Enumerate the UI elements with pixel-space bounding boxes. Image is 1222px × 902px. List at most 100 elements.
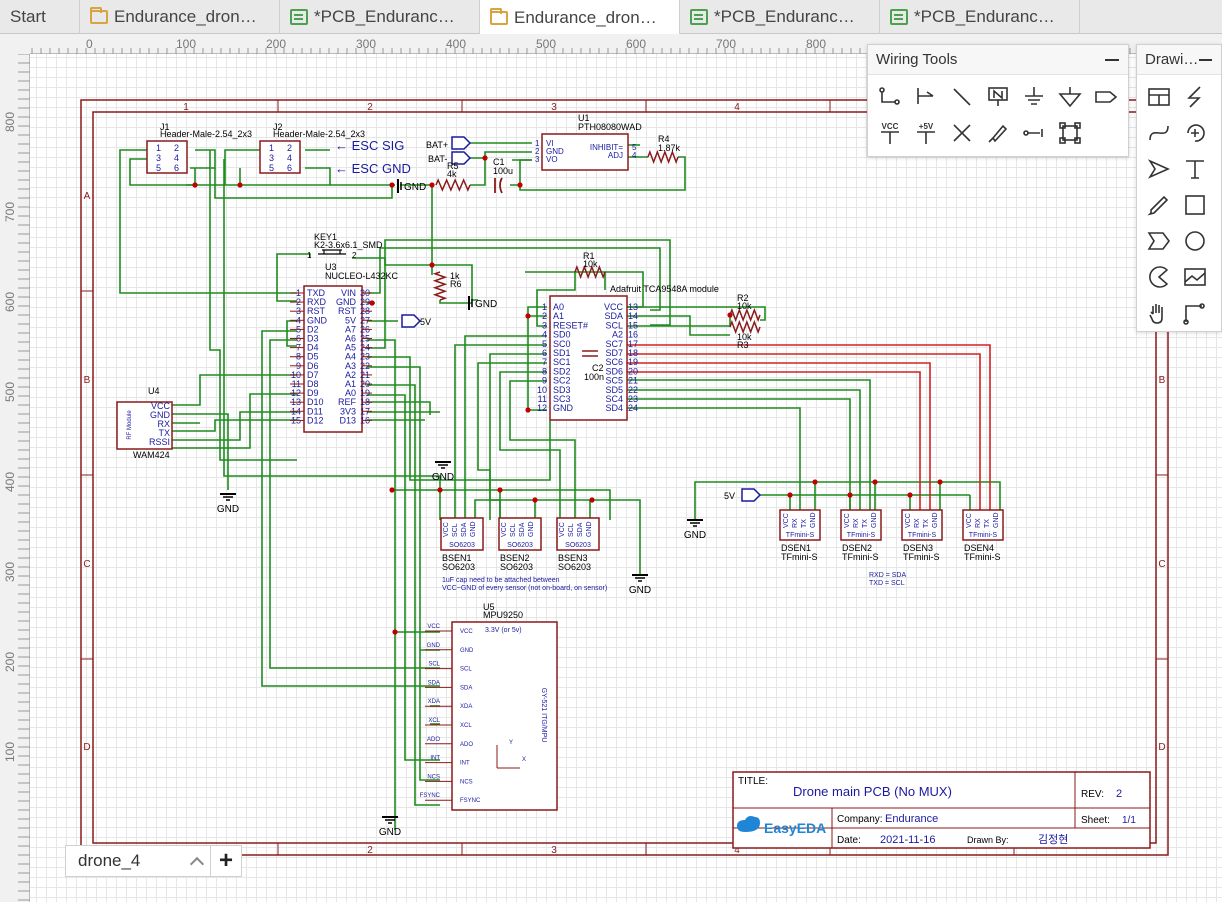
wire	[625, 306, 766, 321]
wire-red	[625, 353, 981, 510]
voltage-probe-icon[interactable]	[982, 117, 1014, 149]
u4-value: WAM424	[133, 450, 170, 460]
j2-header	[259, 140, 301, 174]
pan-icon[interactable]	[1143, 297, 1175, 329]
dsen-value: TFmini-S	[842, 552, 879, 562]
r3-value: 10k	[737, 332, 752, 342]
rect-icon[interactable]	[1179, 189, 1211, 221]
wire	[470, 158, 486, 186]
tab-label: Endurance_dron…	[514, 7, 657, 27]
mux-body	[549, 295, 628, 421]
j1-header	[146, 140, 188, 174]
u4-pin: RSSI	[149, 437, 170, 447]
r6-resistor	[432, 271, 448, 301]
sheet-label: Sheet:	[1081, 815, 1110, 826]
r2-ref: R2	[737, 293, 749, 303]
add-sheet-button[interactable]: +	[218, 847, 233, 874]
dsen-pin: GND	[993, 512, 1000, 528]
pie-icon[interactable]	[1143, 261, 1175, 293]
bus-entry-icon[interactable]	[946, 81, 978, 113]
plus5v-icon[interactable]: +5V	[910, 117, 942, 149]
u5-net-label: SCL	[428, 662, 440, 668]
wiring-tools-header[interactable]: Wiring Tools	[868, 45, 1128, 75]
minimize-icon[interactable]	[1104, 52, 1120, 68]
image-icon[interactable]	[1179, 261, 1211, 293]
tab-1[interactable]: Start	[0, 0, 80, 34]
schematic-canvas[interactable]: 11223344AABBCCDD 123456123456VI1GND2VO3I…	[30, 54, 1222, 902]
line-icon[interactable]	[1179, 81, 1211, 113]
no-connect-icon[interactable]	[946, 117, 978, 149]
r5-resistor	[435, 178, 471, 192]
header-pin-num: 2	[174, 143, 179, 153]
dsen-pin: VCC	[905, 513, 912, 528]
gnd-icon[interactable]	[1018, 81, 1050, 113]
bus-icon[interactable]	[910, 81, 942, 113]
tab-5[interactable]: *PCB_Enduranc…	[680, 0, 880, 34]
sheet-tab[interactable]: drone_4	[66, 846, 211, 876]
bezier-icon[interactable]	[1143, 117, 1175, 149]
bsen-body-text: SO6203	[565, 542, 591, 549]
tab-6[interactable]: *PCB_Enduranc…	[880, 0, 1080, 34]
net-label-icon[interactable]	[982, 81, 1014, 113]
wire	[519, 156, 686, 191]
select-icon[interactable]	[1179, 297, 1211, 329]
chevron-up-icon[interactable]	[189, 856, 205, 871]
u3-pin: A2	[345, 370, 356, 380]
bsen-pin: SCL	[452, 523, 459, 537]
vcc-icon[interactable]: VCC	[874, 117, 906, 149]
u5-net-label: ADO	[427, 737, 440, 743]
sheet-frame: 11223344AABBCCDD	[80, 99, 1169, 856]
polygon-icon[interactable]	[1143, 225, 1175, 257]
circle-icon[interactable]	[1179, 225, 1211, 257]
text-icon[interactable]	[1179, 153, 1211, 185]
u4-pin: RX	[157, 419, 170, 429]
tab-4[interactable]: Endurance_dron…	[480, 0, 680, 35]
mux-pin: SC3	[553, 394, 571, 404]
title-label: TITLE:	[738, 776, 768, 787]
tab-2[interactable]: Endurance_dron…	[80, 0, 280, 34]
junction	[482, 155, 488, 161]
mux-pin-num: 6	[542, 348, 547, 358]
net-port-icon[interactable]	[1054, 81, 1086, 113]
bsen-pin: SDA	[461, 522, 468, 537]
mux-pin: SC5	[605, 376, 623, 386]
junction	[389, 182, 395, 188]
minimize-icon[interactable]	[1198, 52, 1213, 68]
mux-pin-num: 10	[537, 385, 547, 395]
gnd-label: GND	[379, 827, 401, 838]
header-pin-num: 5	[269, 163, 274, 173]
j2-ref: J2	[273, 122, 283, 132]
u5-axis-label: X	[522, 757, 526, 763]
gnd-label: GND	[404, 182, 426, 193]
freehand-icon[interactable]	[1143, 189, 1175, 221]
u5-ref: U5	[483, 602, 495, 612]
drawing-tools-header[interactable]: Drawi…	[1137, 45, 1221, 75]
gnd-label: GND	[475, 299, 497, 310]
wire-icon[interactable]	[874, 81, 906, 113]
image-block-icon[interactable]	[1143, 81, 1175, 113]
bsen-body-text: SO6203	[507, 542, 533, 549]
wire	[510, 159, 532, 186]
net-flag-icon[interactable]	[1090, 81, 1122, 113]
header-pin-num: 6	[287, 163, 292, 173]
u5-side-text: GY-521 ITG/MPU	[540, 688, 547, 743]
u1-pin: VO	[546, 155, 558, 164]
arrow-icon[interactable]	[1143, 153, 1175, 185]
u5-net-label: NCS	[427, 774, 440, 780]
u3-pin: D9	[307, 388, 319, 398]
frame-row-label: B	[1159, 375, 1166, 386]
tab-3[interactable]: *PCB_Enduranc…	[280, 0, 480, 34]
wire	[477, 362, 547, 520]
net-port	[451, 151, 472, 165]
esc-gnd-label: ← ESC GND	[335, 161, 411, 176]
schematic-drawing[interactable]: 11223344AABBCCDD 123456123456VI1GND2VO3I…	[30, 54, 1222, 902]
junction	[847, 492, 853, 498]
pin-icon[interactable]	[1018, 117, 1050, 149]
wire	[172, 374, 297, 406]
group-icon[interactable]	[1054, 117, 1086, 149]
mux-pin-num: 12	[537, 403, 547, 413]
u4-body	[116, 401, 173, 450]
arc-icon[interactable]	[1179, 117, 1211, 149]
